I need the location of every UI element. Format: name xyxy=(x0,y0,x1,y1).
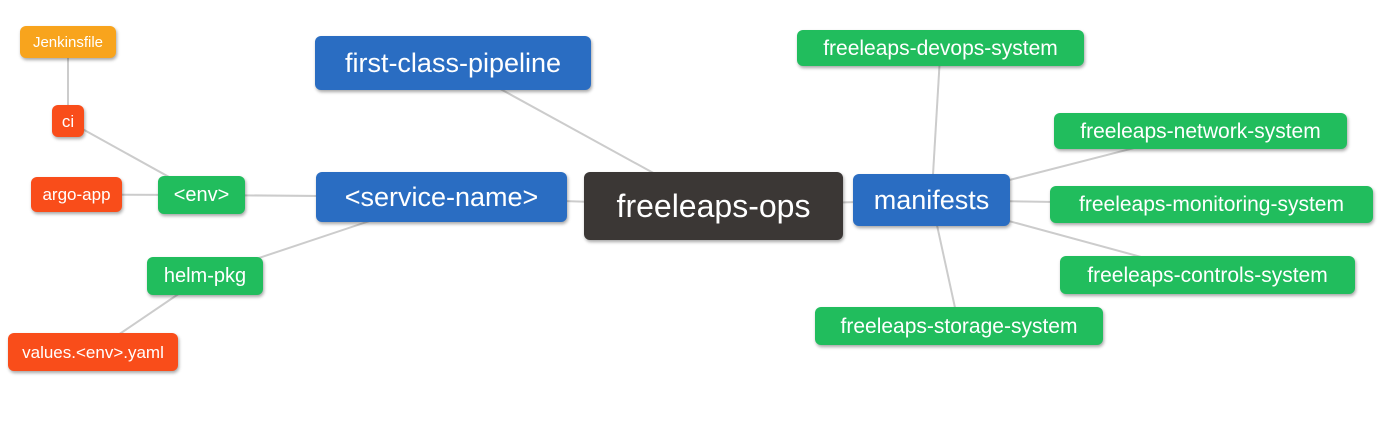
node-freeleaps-controls-system[interactable]: freeleaps-controls-system xyxy=(1060,256,1355,294)
node-first-class-pipeline[interactable]: first-class-pipeline xyxy=(315,36,591,90)
node-freeleaps-network-system[interactable]: freeleaps-network-system xyxy=(1054,113,1347,149)
node-freeleaps-storage-system[interactable]: freeleaps-storage-system xyxy=(815,307,1103,345)
node-jenkinsfile[interactable]: Jenkinsfile xyxy=(20,26,116,58)
node-freeleaps-monitoring-system[interactable]: freeleaps-monitoring-system xyxy=(1050,186,1373,223)
node-argo-app[interactable]: argo-app xyxy=(31,177,122,212)
node-env[interactable]: <env> xyxy=(158,176,245,214)
node-service-name[interactable]: <service-name> xyxy=(316,172,567,222)
node-manifests[interactable]: manifests xyxy=(853,174,1010,226)
node-ci[interactable]: ci xyxy=(52,105,84,137)
node-values-env-yaml[interactable]: values.<env>.yaml xyxy=(8,333,178,371)
node-freeleaps-ops[interactable]: freeleaps-ops xyxy=(584,172,843,240)
node-freeleaps-devops-system[interactable]: freeleaps-devops-system xyxy=(797,30,1084,66)
node-helm-pkg[interactable]: helm-pkg xyxy=(147,257,263,295)
